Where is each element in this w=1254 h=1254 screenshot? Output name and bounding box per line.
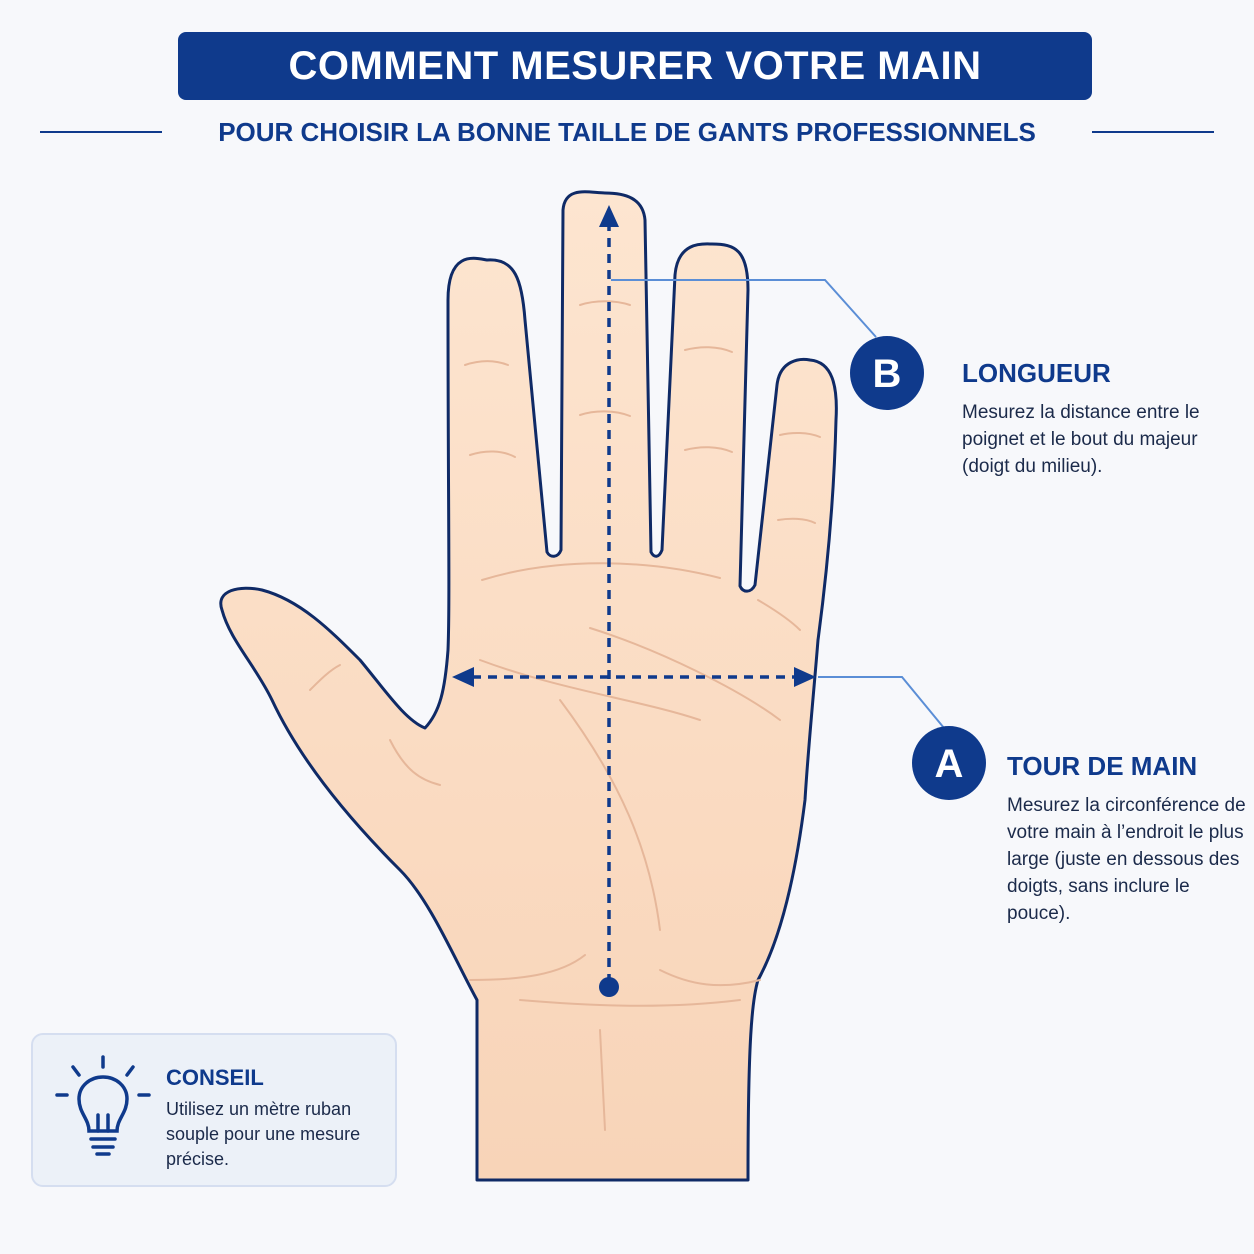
marker-a-letter: A — [935, 742, 964, 786]
marker-b-badge: B — [850, 336, 924, 410]
hand-creases — [309, 300, 821, 1131]
tip-title: CONSEIL — [166, 1065, 264, 1090]
circumference-title: TOUR DE MAIN — [1007, 751, 1198, 781]
circumference-leader-line — [818, 676, 945, 729]
subtitle-rule-right — [1091, 131, 1214, 133]
page-subtitle: POUR CHOISIR LA BONNE TAILLE DE GANTS PR… — [218, 116, 1036, 147]
length-description: Mesurez la distance entre le poignet et … — [962, 402, 1200, 477]
wrist-dot — [599, 977, 619, 997]
subtitle-row: POUR CHOISIR LA BONNE TAILLE DE GANTS PR… — [40, 112, 1214, 152]
circumference-label: TOUR DE MAIN Mesurez la circonférence de… — [1007, 751, 1247, 927]
length-title: LONGUEUR — [962, 358, 1111, 388]
length-leader-line — [611, 279, 877, 338]
circumference-measure — [452, 667, 816, 687]
page-title: COMMENT MESURER VOTRE MAIN — [288, 43, 982, 88]
length-measure — [599, 205, 619, 997]
marker-b-letter: B — [873, 352, 902, 396]
hand-outline — [219, 190, 838, 1182]
subtitle-rule-left — [40, 131, 162, 133]
length-arrowhead-icon — [599, 205, 619, 227]
circumference-description: Mesurez la circonférence de votre main à… — [1007, 795, 1246, 924]
circumference-arrowhead-right-icon — [794, 667, 816, 687]
title-banner: COMMENT MESURER VOTRE MAIN — [178, 32, 1092, 100]
tip-card: CONSEIL Utilisez un mètre ruban souple p… — [31, 1033, 397, 1187]
length-label: LONGUEUR Mesurez la distance entre le po… — [962, 358, 1212, 480]
tip-description: Utilisez un mètre ruban souple pour une … — [166, 1099, 361, 1169]
circumference-arrowhead-left-icon — [452, 667, 474, 687]
lightbulb-icon — [55, 1055, 151, 1156]
marker-a-badge: A — [912, 726, 986, 800]
